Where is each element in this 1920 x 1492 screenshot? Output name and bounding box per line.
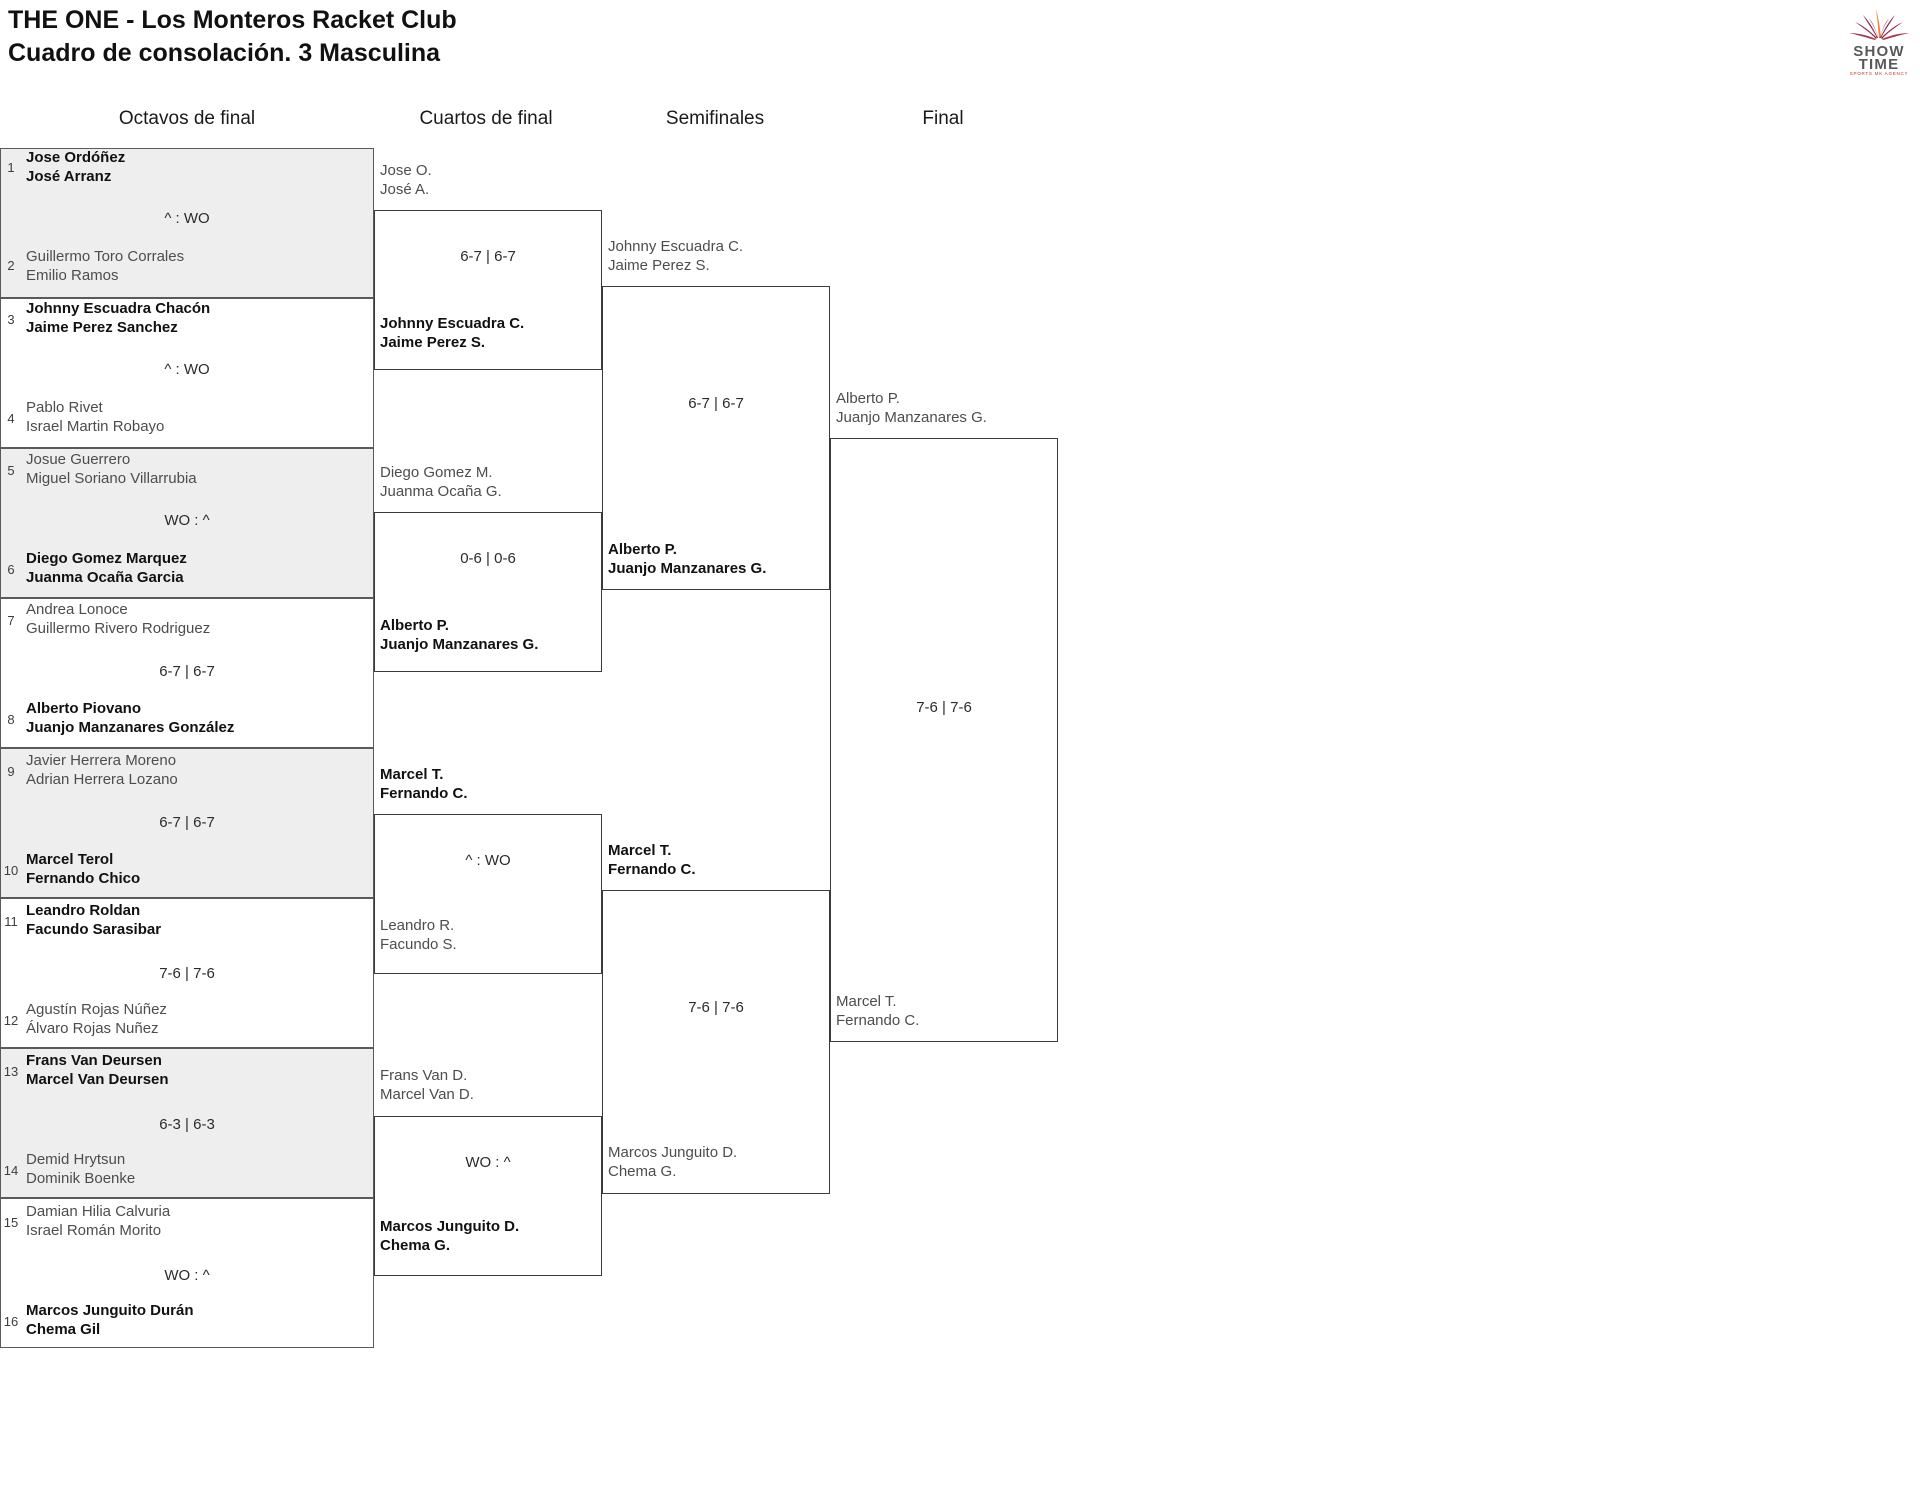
r2-team-5[interactable]: Marcel T. Fernando C. [380,766,468,802]
title-line-1: THE ONE - Los Monteros Racket Club [8,6,457,34]
r1-match-8[interactable] [0,1198,374,1348]
r3-match-2[interactable] [602,890,830,1194]
r1-score-4: 6-7 | 6-7 [159,663,215,680]
r1-score-5: 6-7 | 6-7 [159,814,215,831]
r2-team-7[interactable]: Frans Van D. Marcel Van D. [380,1067,474,1103]
seed-5: 5 [7,463,15,478]
r2-score-4: WO : ^ [465,1154,511,1171]
seed-10: 10 [3,863,19,878]
r1-team-7[interactable]: Andrea Lonoce Guillermo Rivero Rodriguez [26,601,211,637]
r2-team-4[interactable]: Alberto P. Juanjo Manzanares G. [380,617,539,653]
r3-team-4[interactable]: Marcos Junguito D. Chema G. [608,1144,738,1180]
seed-11: 11 [4,914,18,929]
r1-team-15[interactable]: Damian Hilia Calvuria Israel Román Morit… [26,1203,171,1239]
r3-team-3[interactable]: Marcel T. Fernando C. [608,842,696,878]
logo-text-show: SHOW [1853,43,1904,60]
r1-score-1: ^ : WO [164,210,210,227]
r1-score-8: WO : ^ [164,1267,210,1284]
r1-match-2[interactable] [0,298,374,448]
r1-match-4[interactable] [0,598,374,748]
r1-match-6[interactable] [0,898,374,1048]
r2-team-8[interactable]: Marcos Junguito D. Chema G. [380,1218,520,1254]
r1-team-5[interactable]: Josue Guerrero Miguel Soriano Villarrubi… [26,451,197,487]
r1-team-4[interactable]: Pablo Rivet Israel Martin Robayo [26,399,165,435]
round-header-octavos: Octavos de final [118,108,256,129]
r4-team-2[interactable]: Marcel T. Fernando C. [836,993,920,1029]
r1-score-7: 6-3 | 6-3 [159,1116,215,1133]
r2-match-2[interactable] [374,512,602,672]
r3-match-1[interactable] [602,286,830,590]
seed-3: 3 [7,312,15,327]
firework-burst-icon [1849,9,1909,40]
r1-team-13[interactable]: Frans Van Deursen Marcel Van Deursen [26,1052,169,1088]
r1-team-10[interactable]: Marcel Terol Fernando Chico [26,851,141,887]
r1-team-12[interactable]: Agustín Rojas Núñez Álvaro Rojas Nuñez [26,1001,167,1037]
r1-team-3[interactable]: Johnny Escuadra Chacón Jaime Perez Sanch… [26,300,211,336]
round-header-semifinales: Semifinales [665,108,765,129]
r2-team-1[interactable]: Jose O. José A. [380,162,432,198]
r1-team-6[interactable]: Diego Gomez Marquez Juanma Ocaña Garcia [26,550,187,586]
r3-score-1: 6-7 | 6-7 [688,395,744,412]
r1-score-2: ^ : WO [164,361,210,378]
r2-score-1: 6-7 | 6-7 [460,248,516,265]
r3-team-2[interactable]: Alberto P. Juanjo Manzanares G. [608,541,767,577]
r2-match-1[interactable] [374,210,602,370]
r1-team-16[interactable]: Marcos Junguito Durán Chema Gil [26,1302,194,1338]
page-title: THE ONE - Los Monteros Racket Club Cuadr… [8,4,457,70]
r1-team-8[interactable]: Alberto Piovano Juanjo Manzanares Gonzál… [26,700,235,736]
logo-tagline: SPORTS MK AGENCY [1850,71,1909,76]
seed-12: 12 [3,1013,19,1028]
r3-score-2: 7-6 | 7-6 [688,999,744,1016]
r4-score-1: 7-6 | 7-6 [916,699,972,716]
r1-score-6: 7-6 | 7-6 [159,965,215,982]
r4-match-1[interactable] [830,438,1058,1042]
r2-team-2[interactable]: Johnny Escuadra C. Jaime Perez S. [380,315,525,351]
seed-6: 6 [7,562,15,577]
showtime-logo: SHOW TIME SPORTS MK AGENCY [1842,4,1916,76]
r2-team-3[interactable]: Diego Gomez M. Juanma Ocaña G. [380,464,502,500]
r4-team-1[interactable]: Alberto P. Juanjo Manzanares G. [836,390,987,426]
r1-team-1[interactable]: Jose Ordóñez José Arranz [26,149,126,185]
r3-team-1[interactable]: Johnny Escuadra C. Jaime Perez S. [608,238,744,274]
showtime-logo-graphic: SHOW TIME SPORTS MK AGENCY [1849,9,1909,76]
r1-team-11[interactable]: Leandro Roldan Facundo Sarasibar [26,902,162,938]
title-line-2: Cuadro de consolación. 3 Masculina [8,39,441,67]
seed-15: 15 [3,1215,19,1230]
round-header-cuartos: Cuartos de final [419,108,553,129]
seed-2: 2 [7,258,15,273]
r1-match-3[interactable] [0,448,374,598]
r1-team-9[interactable]: Javier Herrera Moreno Adrian Herrera Loz… [26,752,178,788]
r1-match-5[interactable] [0,748,374,898]
logo-text-time: TIME [1859,56,1900,73]
seed-7: 7 [7,613,15,628]
r2-score-2: 0-6 | 0-6 [460,550,516,567]
seed-13: 13 [3,1064,19,1079]
seed-1: 1 [7,160,15,175]
seed-16: 16 [3,1314,19,1329]
r1-match-7[interactable] [0,1048,374,1198]
seed-4: 4 [7,411,15,426]
seed-14: 14 [3,1163,19,1178]
r1-team-2[interactable]: Guillermo Toro Corrales Emilio Ramos [26,248,185,284]
r2-match-4[interactable] [374,1116,602,1276]
r2-score-3: ^ : WO [465,852,511,869]
r1-team-14[interactable]: Demid Hrytsun Dominik Boenke [26,1151,136,1187]
seed-9: 9 [7,764,15,779]
r2-match-3[interactable] [374,814,602,974]
r1-score-3: WO : ^ [164,512,210,529]
r2-team-6[interactable]: Leandro R. Facundo S. [380,917,457,953]
seed-8: 8 [7,712,15,727]
r1-match-1[interactable] [0,148,374,298]
round-header-final: Final [922,108,964,129]
